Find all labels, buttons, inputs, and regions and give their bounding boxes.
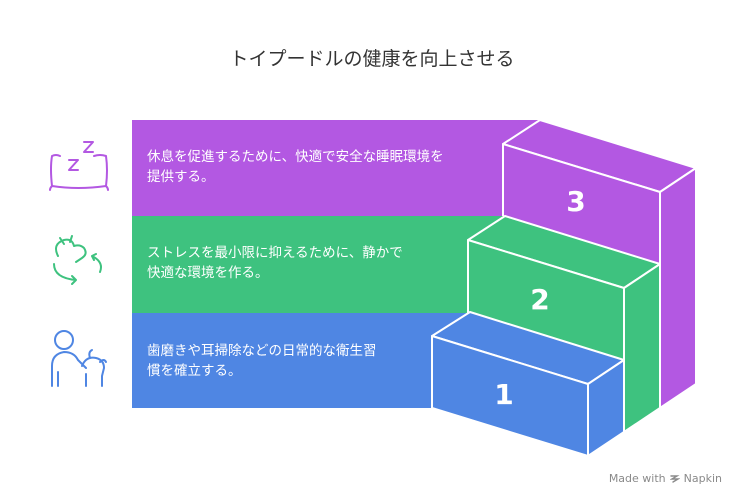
step-1-band xyxy=(132,313,470,408)
step-2-side xyxy=(623,263,661,433)
dog-with-cycle-arrows-icon xyxy=(53,235,102,285)
person-with-dog-icon xyxy=(51,330,107,387)
step-1-description: 歯磨きや耳掃除などの日常的な衛生習 慣を確立する。 xyxy=(147,343,377,379)
step-2-band xyxy=(132,216,505,313)
sleeping-pillow-icon xyxy=(49,141,109,191)
step-3-side xyxy=(659,167,697,409)
step-1-number: 1 xyxy=(494,378,514,411)
step-3-band xyxy=(132,120,540,216)
step-2-description: ストレスを最小限に抑えるために、静かで 快適な環境を作る。 xyxy=(147,245,403,281)
napkin-credit[interactable]: Made with Napkin xyxy=(608,472,722,485)
page-title: トイプードルの健康を向上させる xyxy=(229,48,515,70)
step-1-shape xyxy=(132,311,625,457)
step-2-number: 2 xyxy=(530,283,550,316)
step-3-description: 休息を促進するために、快適で安全な睡眠環境を 提供する。 xyxy=(147,149,444,185)
step-3-number: 3 xyxy=(566,185,586,218)
step-1-front xyxy=(431,335,589,457)
napkin-logo-icon xyxy=(669,474,680,483)
